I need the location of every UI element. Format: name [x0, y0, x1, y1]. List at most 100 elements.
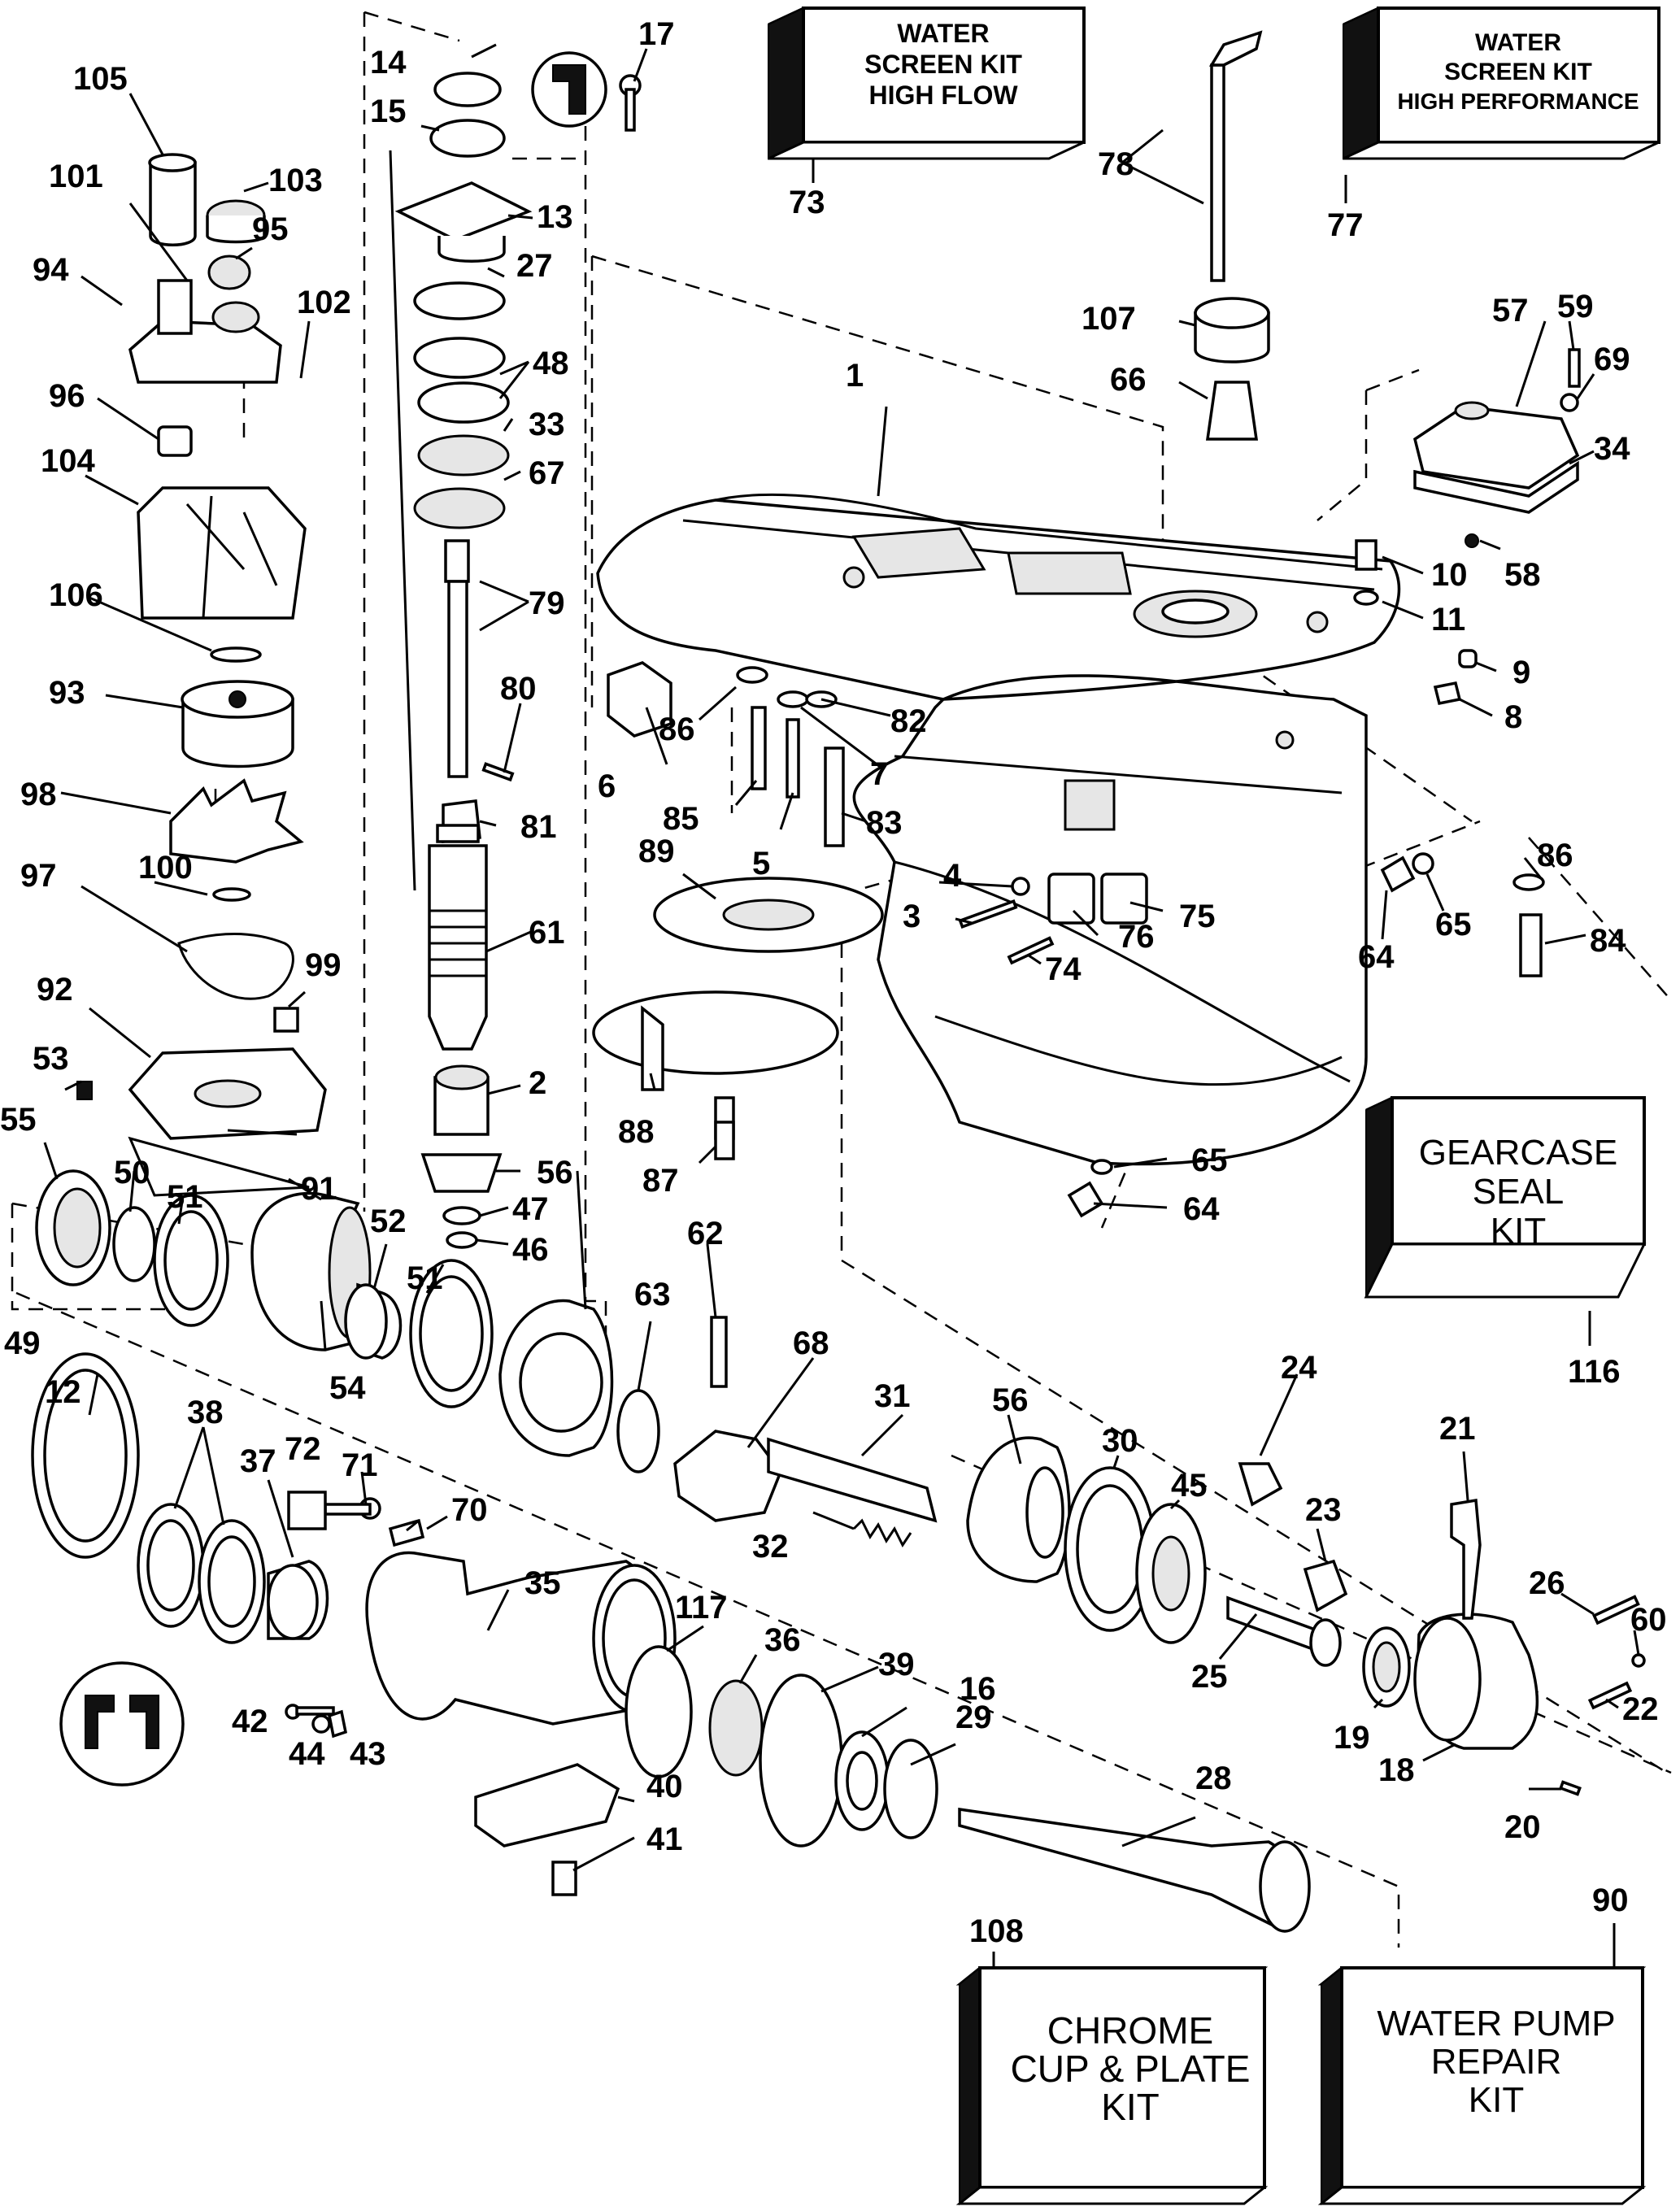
callout-93: 93: [49, 675, 85, 711]
callout-77: 77: [1327, 207, 1364, 243]
callout-99: 99: [305, 947, 342, 983]
callout-3: 3: [903, 899, 921, 934]
kit-116-line-3: KIT: [1491, 1211, 1546, 1251]
callout-107: 107: [1082, 301, 1136, 337]
callout-103: 103: [268, 163, 323, 198]
kit-box-gearcase-seal: GEARCASE SEAL KIT: [1364, 1096, 1647, 1299]
callout-18: 18: [1378, 1752, 1415, 1788]
callout-60: 60: [1630, 1602, 1667, 1638]
callout-13: 13: [537, 199, 573, 235]
kit-box-water-screen-high-flow: WATER SCREEN KIT HIGH FLOW: [768, 7, 1086, 160]
callout-63: 63: [634, 1277, 671, 1312]
callout-71: 71: [342, 1447, 378, 1483]
kit-73-line-1: WATER: [897, 19, 989, 48]
callout-62: 62: [687, 1216, 724, 1251]
callout-100: 100: [138, 850, 193, 886]
callout-22: 22: [1622, 1691, 1659, 1727]
callout-102: 102: [297, 285, 351, 320]
callout-1: 1: [846, 358, 864, 394]
callout-80: 80: [500, 671, 537, 707]
kit-77-line-1: WATER: [1475, 29, 1561, 56]
callout-84: 84: [1590, 923, 1626, 959]
callout-55: 55: [0, 1102, 37, 1138]
callout-73: 73: [789, 185, 825, 220]
callout-56: 56: [537, 1155, 573, 1190]
callout-106: 106: [49, 577, 103, 613]
kit-108-line-1: CHROME: [1047, 2009, 1213, 2052]
kit-116-line-1: GEARCASE: [1419, 1133, 1618, 1173]
callout-74: 74: [1045, 951, 1082, 987]
callout-numbers: 1 2 3 4 5 6 7 8 9 10 11 12 13 14 15 16 1…: [0, 16, 1667, 1857]
leader-lines: [43, 43, 1640, 1872]
callout-108: 108: [969, 1913, 1024, 1949]
callout-17: 17: [638, 16, 675, 52]
kit-box-water-pump-repair: WATER PUMP REPAIR KIT: [1317, 1965, 1647, 2206]
kit-108-line-2: CUP & PLATE: [1011, 2048, 1251, 2090]
kit-90-line-1: WATER PUMP: [1377, 2004, 1615, 2043]
callout-38: 38: [187, 1395, 224, 1430]
kit-90-line-3: KIT: [1469, 2080, 1524, 2120]
callout-12: 12: [45, 1374, 81, 1410]
callout-79: 79: [529, 585, 565, 621]
callout-88: 88: [618, 1114, 655, 1150]
callout-25: 25: [1191, 1659, 1228, 1695]
parts-right-area: [1194, 30, 1581, 977]
parts-left-column: [31, 153, 494, 1787]
callout-56b: 56: [992, 1382, 1029, 1418]
callout-54: 54: [329, 1370, 366, 1406]
parts-center-column: [394, 51, 728, 1473]
callout-57: 57: [1492, 293, 1529, 329]
callout-46: 46: [512, 1232, 549, 1268]
callout-101: 101: [49, 159, 103, 194]
callout-72: 72: [285, 1431, 321, 1467]
callout-32: 32: [752, 1529, 789, 1565]
callout-65: 65: [1435, 907, 1472, 942]
callout-5: 5: [752, 846, 770, 881]
callout-2: 2: [529, 1065, 546, 1101]
parts-propshaft-row: [285, 1430, 1646, 1933]
kit-73-line-3: HIGH FLOW: [868, 81, 1018, 110]
callout-28: 28: [1195, 1761, 1232, 1796]
callout-47: 47: [512, 1191, 549, 1227]
callout-26: 26: [1529, 1565, 1565, 1601]
callout-33: 33: [529, 407, 565, 442]
callout-31: 31: [874, 1378, 911, 1414]
kit-box-chrome-cup-plate: CHROME CUP & PLATE KIT: [955, 1965, 1269, 2206]
callout-39: 39: [878, 1647, 915, 1682]
callout-44: 44: [289, 1736, 325, 1772]
callout-8: 8: [1504, 699, 1522, 735]
callout-15: 15: [370, 94, 407, 129]
callout-35: 35: [524, 1565, 561, 1601]
callout-7: 7: [870, 756, 888, 792]
callout-61: 61: [529, 915, 565, 951]
parts-middle-lower: [592, 661, 1148, 1218]
callout-67: 67: [529, 455, 565, 491]
callout-27: 27: [516, 248, 553, 284]
callout-68: 68: [793, 1325, 829, 1361]
callout-45: 45: [1171, 1468, 1208, 1504]
callout-49: 49: [4, 1325, 41, 1361]
callout-105: 105: [73, 61, 128, 97]
callout-29: 29: [955, 1700, 992, 1735]
callout-9: 9: [1512, 655, 1530, 690]
callout-98: 98: [20, 777, 57, 812]
callout-82: 82: [890, 703, 927, 739]
callout-41: 41: [646, 1821, 683, 1857]
kit-box-water-screen-high-performance: WATER SCREEN KIT HIGH PERFORMANCE: [1343, 7, 1660, 160]
callout-96: 96: [49, 378, 85, 414]
callout-104: 104: [41, 443, 95, 479]
callout-91: 91: [301, 1171, 337, 1207]
callout-78: 78: [1098, 146, 1134, 182]
callout-86: 86: [659, 712, 695, 747]
callout-83: 83: [866, 805, 903, 841]
callout-53: 53: [33, 1041, 69, 1077]
callout-40: 40: [646, 1769, 683, 1804]
callout-19: 19: [1334, 1720, 1370, 1756]
callout-58: 58: [1504, 557, 1541, 593]
callout-116: 116: [1568, 1354, 1621, 1390]
kit-108-line-3: KIT: [1101, 2086, 1160, 2128]
callout-50: 50: [114, 1155, 150, 1190]
callout-70: 70: [451, 1492, 488, 1528]
callout-81: 81: [520, 809, 557, 845]
callout-75: 75: [1179, 899, 1216, 934]
